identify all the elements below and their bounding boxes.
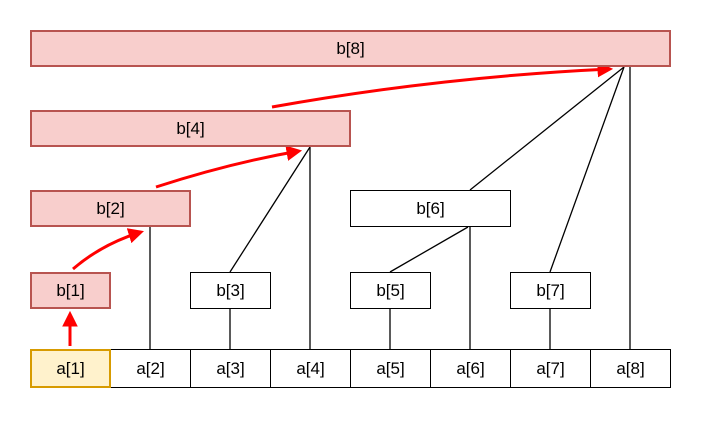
node-b8-label: b[8] <box>336 38 365 58</box>
node-b4: b[4] <box>30 110 351 147</box>
node-b3: b[3] <box>190 272 271 309</box>
node-b2-label: b[2] <box>96 198 125 218</box>
cell-a1-label: a[1] <box>56 358 85 378</box>
cell-a6-label: a[6] <box>456 358 485 378</box>
node-b6: b[6] <box>350 190 511 227</box>
node-b7: b[7] <box>510 272 591 309</box>
cell-a5: a[5] <box>350 349 431 388</box>
cell-a6: a[6] <box>430 349 511 388</box>
node-b6-label: b[6] <box>416 198 445 218</box>
cell-a8-label: a[8] <box>616 358 645 378</box>
cell-a4: a[4] <box>270 349 351 388</box>
cell-a8: a[8] <box>590 349 671 388</box>
arrow-b1-b2 <box>72 228 144 271</box>
cell-a2: a[2] <box>110 349 191 388</box>
line-b6-b8 <box>469 66 625 191</box>
cell-a1: a[1] <box>30 349 111 388</box>
node-b5: b[5] <box>350 272 431 309</box>
node-b2: b[2] <box>30 190 191 227</box>
line-b7-b8 <box>549 66 625 273</box>
cell-a3: a[3] <box>190 349 271 388</box>
node-b1: b[1] <box>30 272 111 309</box>
arrow-b4-b8 <box>271 61 614 109</box>
node-b8: b[8] <box>30 30 671 67</box>
cell-a3-label: a[3] <box>216 358 245 378</box>
node-b7-label: b[7] <box>536 280 565 300</box>
line-b3-b4 <box>229 146 311 273</box>
cell-a7: a[7] <box>510 349 591 388</box>
node-b5-label: b[5] <box>376 280 405 300</box>
cell-a7-label: a[7] <box>536 358 565 378</box>
node-b3-label: b[3] <box>216 280 245 300</box>
node-b4-label: b[4] <box>176 118 205 138</box>
line-b5-b6 <box>389 226 469 273</box>
cell-a5-label: a[5] <box>376 358 405 378</box>
arrow-b2-b4 <box>155 145 303 189</box>
cell-a2-label: a[2] <box>136 358 165 378</box>
node-b1-label: b[1] <box>56 280 85 300</box>
cell-a4-label: a[4] <box>296 358 325 378</box>
